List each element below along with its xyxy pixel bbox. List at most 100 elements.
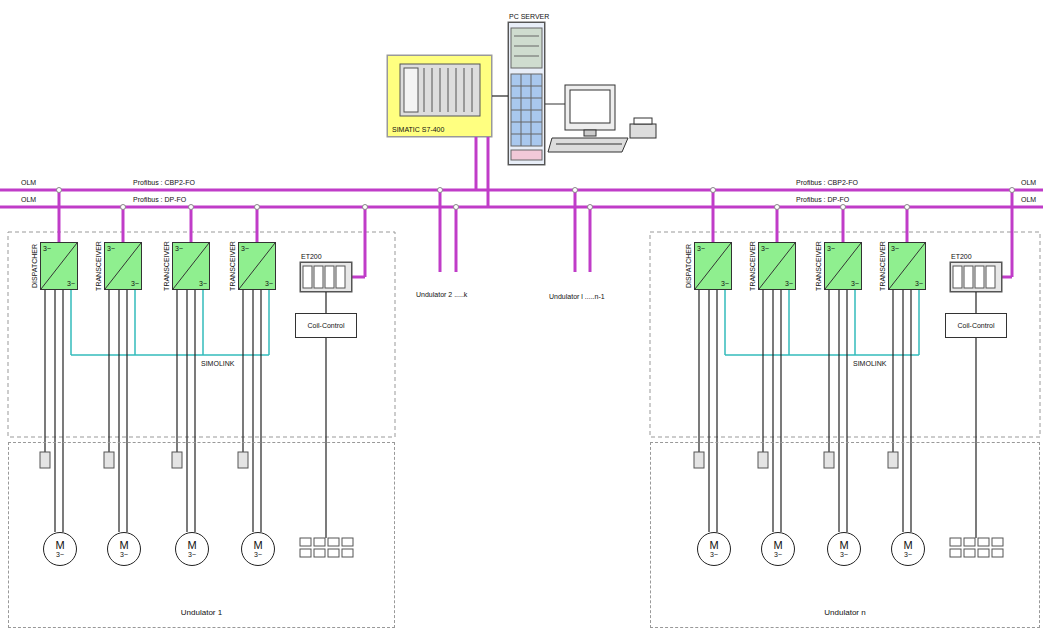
connector-line xyxy=(716,290,717,532)
connector-line xyxy=(325,292,326,313)
connector-line xyxy=(492,95,508,96)
phase-label: 3~ xyxy=(827,244,835,253)
motor-symbol: M xyxy=(108,539,140,551)
process-box: Coil-Control xyxy=(295,313,357,338)
connector-line xyxy=(846,290,847,532)
bus-label: Profibus : CBP2-FO xyxy=(795,178,859,187)
converter-box: TRANSCEIVER3~3~ xyxy=(238,242,276,290)
converter-diagonal xyxy=(889,243,925,289)
motor-symbol: M xyxy=(242,539,274,551)
converter-box: TRANSCEIVER3~3~ xyxy=(758,242,796,290)
phase-label: 3~ xyxy=(761,244,769,253)
connector-line xyxy=(975,292,976,313)
connector-line xyxy=(780,290,781,532)
bus-label: Profibus : DP-FO xyxy=(132,195,187,204)
motor-circle: M3~ xyxy=(107,532,141,566)
bus-label: OLM xyxy=(20,178,37,187)
phase-label: 3~ xyxy=(697,244,705,253)
phase-label: 3~ xyxy=(108,551,140,559)
converter-diagonal xyxy=(695,243,731,289)
bus-label: SIMOLINK xyxy=(852,359,887,368)
phase-label: 3~ xyxy=(915,279,923,288)
bus-junction xyxy=(57,188,1015,210)
motor-circle: M3~ xyxy=(827,532,861,566)
converter-name: TRANSCEIVER xyxy=(748,241,757,291)
phase-label: 3~ xyxy=(891,244,899,253)
node-label: ET200 xyxy=(301,252,322,261)
phase-label: 3~ xyxy=(43,244,51,253)
node-label: Undulator 1 xyxy=(9,608,394,617)
printer xyxy=(630,118,656,138)
converter-diagonal xyxy=(825,243,861,289)
motor-circle: M3~ xyxy=(891,532,925,566)
phase-label: 3~ xyxy=(828,551,860,559)
motor-circle: M3~ xyxy=(175,532,209,566)
pc-cable xyxy=(545,104,565,105)
converter-box: TRANSCEIVER3~3~ xyxy=(172,242,210,290)
phase-label: 3~ xyxy=(241,244,249,253)
phase-label: 3~ xyxy=(67,279,75,288)
process-box: Coil-Control xyxy=(945,313,1007,338)
converter-box: TRANSCEIVER3~3~ xyxy=(888,242,926,290)
converter-name: TRANSCEIVER xyxy=(878,241,887,291)
workstation xyxy=(548,85,628,152)
node-label: Undulator n xyxy=(651,608,1039,617)
bus-label: OLM xyxy=(1020,195,1037,204)
bus-label: Profibus : DP-FO xyxy=(795,195,850,204)
converter-name: TRANSCEIVER xyxy=(228,241,237,291)
node-label: PC SERVER xyxy=(509,12,549,21)
phase-label: 3~ xyxy=(107,244,115,253)
phase-label: 3~ xyxy=(176,551,208,559)
undulator-region: Undulator 1M3~M3~M3~M3~ xyxy=(8,442,395,628)
cabinet-region xyxy=(8,232,395,437)
connector-line xyxy=(260,290,261,532)
plc-rack xyxy=(400,64,480,116)
phase-label: 3~ xyxy=(762,551,794,559)
motor-cable xyxy=(45,290,976,538)
phase-label: 3~ xyxy=(242,551,274,559)
connector-line xyxy=(126,290,127,532)
phase-label: 3~ xyxy=(175,244,183,253)
converter-name: TRANSCEIVER xyxy=(94,241,103,291)
bus-label: Profibus : CBP2-FO xyxy=(132,178,196,187)
motor-circle: M3~ xyxy=(241,532,275,566)
node-label: Coil-Control xyxy=(308,321,345,330)
phase-label: 3~ xyxy=(265,279,273,288)
converter-name: DISPATCHER xyxy=(30,244,39,288)
motor-symbol: M xyxy=(176,539,208,551)
simolink-line xyxy=(71,290,919,355)
plc-background xyxy=(387,55,492,137)
connector-line xyxy=(910,290,911,532)
converter-box: DISPATCHER3~3~ xyxy=(40,242,78,290)
io-module-box: ET200 xyxy=(300,262,352,292)
phase-label: 3~ xyxy=(131,279,139,288)
motor-circle: M3~ xyxy=(43,532,77,566)
io-module-box: ET200 xyxy=(950,262,1002,292)
node-label: Coil-Control xyxy=(958,321,995,330)
converter-box: TRANSCEIVER3~3~ xyxy=(824,242,862,290)
plc-box: SIMATIC S7-400 xyxy=(387,55,492,137)
encoder xyxy=(40,452,898,468)
bus-label: OLM xyxy=(20,195,37,204)
phase-label: 3~ xyxy=(851,279,859,288)
bus-label: OLM xyxy=(1020,178,1037,187)
motor-symbol: M xyxy=(762,539,794,551)
connector-line xyxy=(194,290,195,532)
profibus-line xyxy=(0,137,1043,277)
converter-name: TRANSCEIVER xyxy=(162,241,171,291)
converter-box: DISPATCHER3~3~ xyxy=(694,242,732,290)
bus-label: Undulator 2 .....k xyxy=(415,290,468,299)
phase-label: 3~ xyxy=(721,279,729,288)
motor-symbol: M xyxy=(892,539,924,551)
motor-circle: M3~ xyxy=(761,532,795,566)
converter-box: TRANSCEIVER3~3~ xyxy=(104,242,142,290)
phase-label: 3~ xyxy=(199,279,207,288)
converter-name: TRANSCEIVER xyxy=(814,241,823,291)
motor-symbol: M xyxy=(44,539,76,551)
bus-label: SIMOLINK xyxy=(200,359,235,368)
server-rack xyxy=(508,22,545,165)
